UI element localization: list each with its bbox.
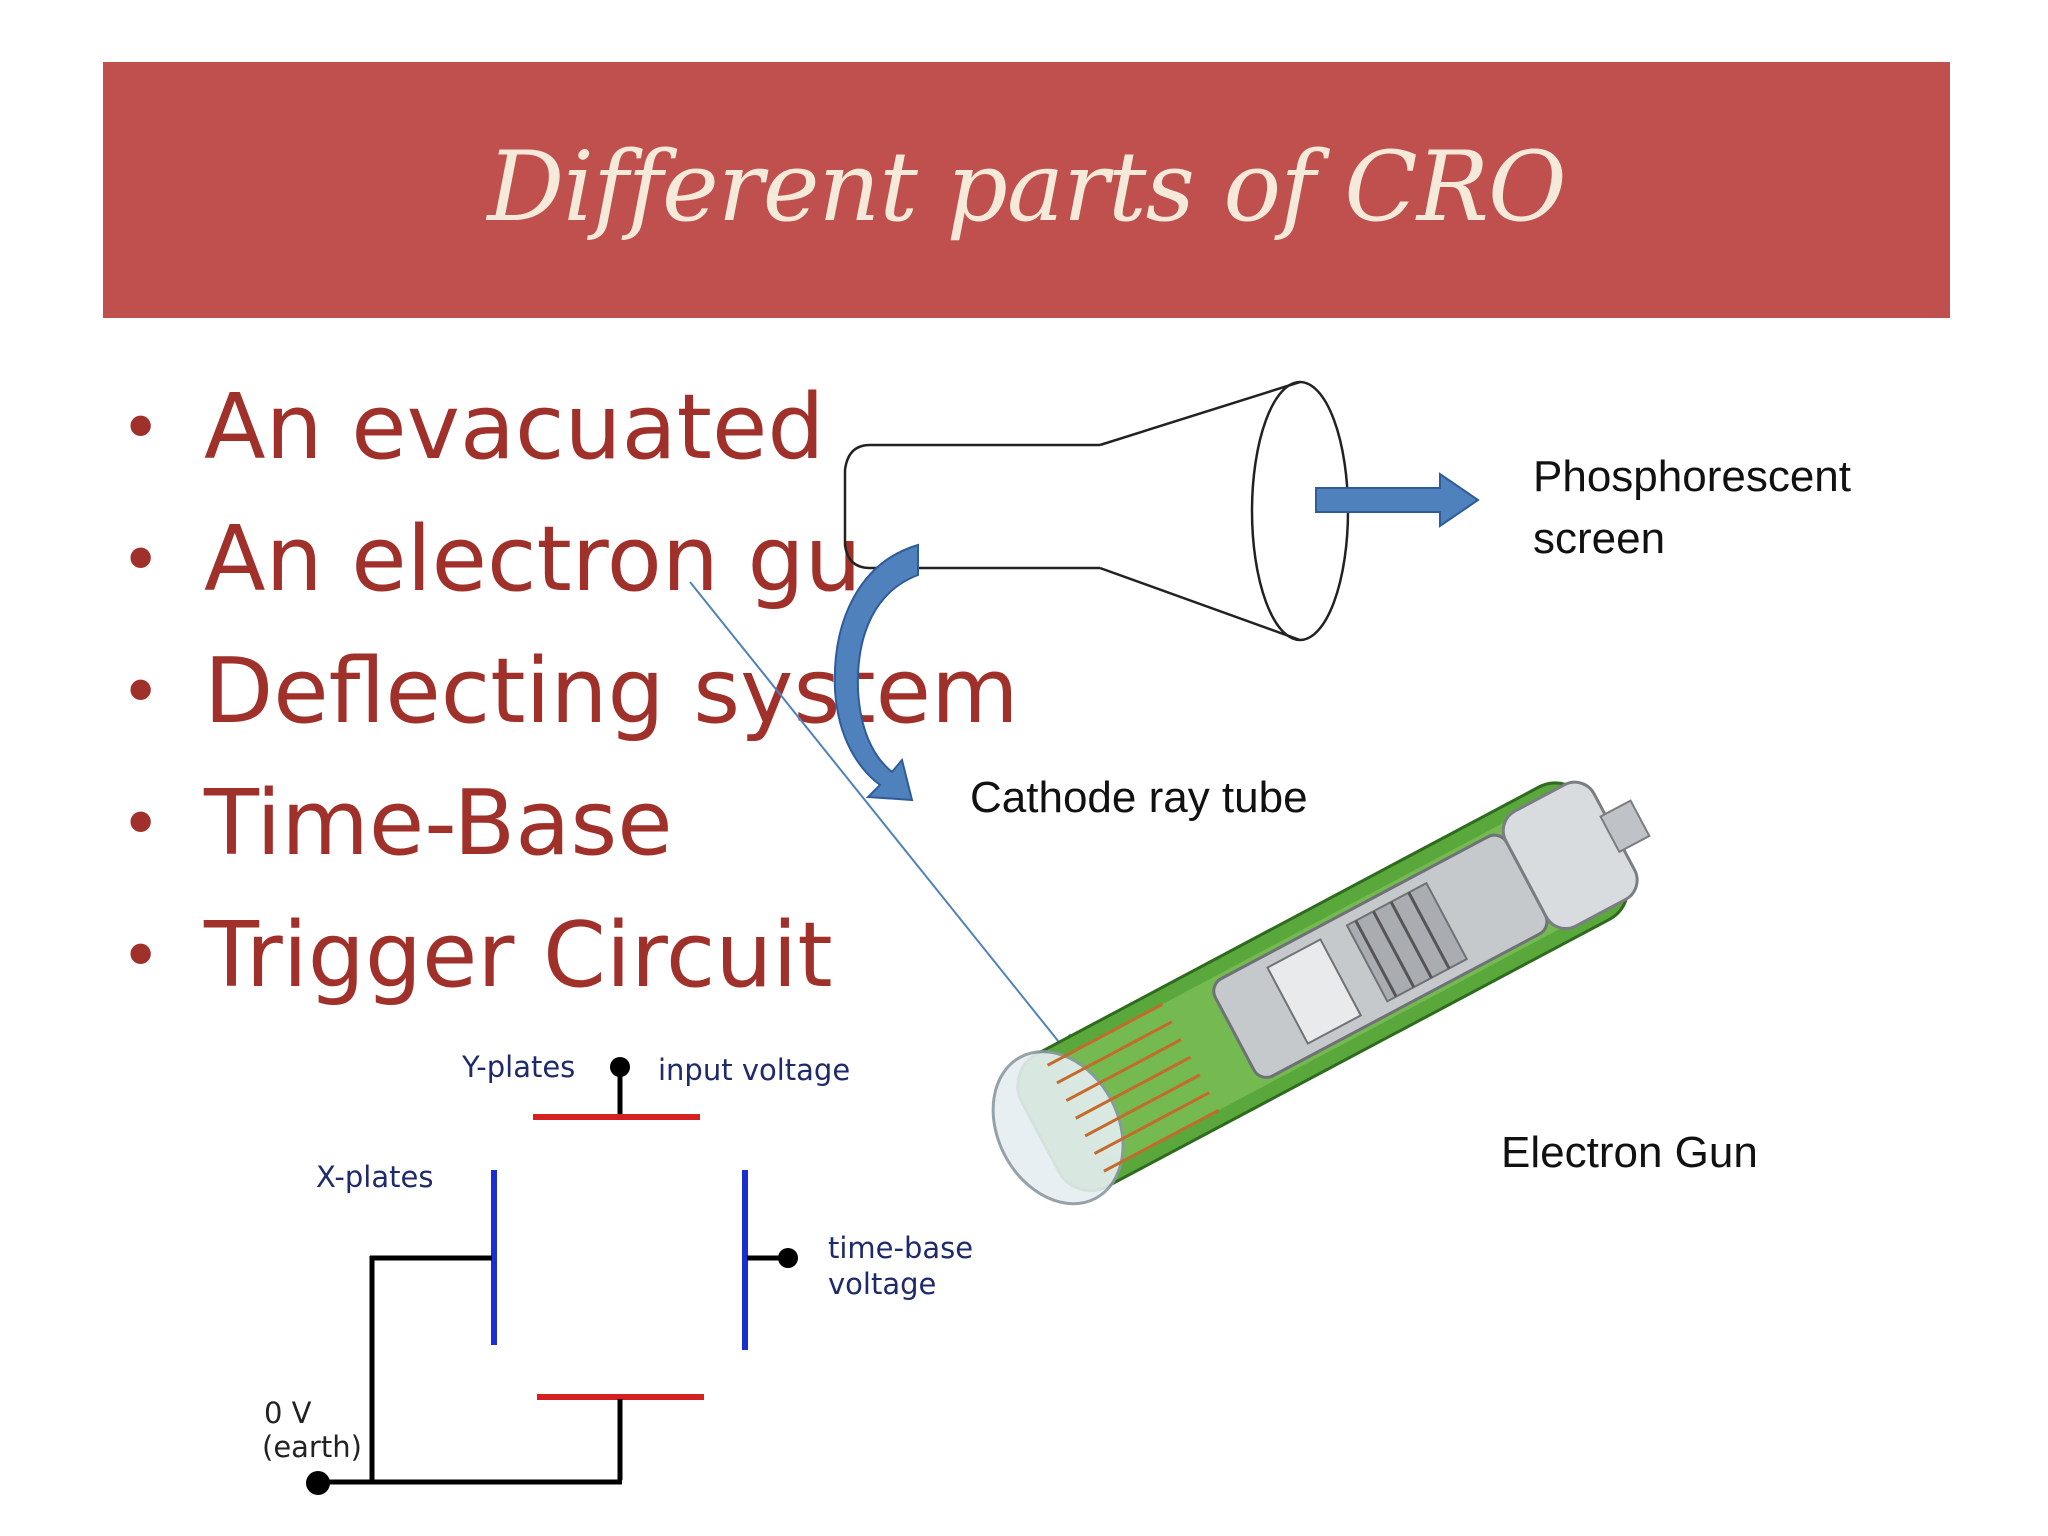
electron-gun-label: Electron Gun <box>1501 1128 1758 1177</box>
slide-title: Different parts of CRO <box>487 131 1566 243</box>
deflection-circuit <box>306 1057 798 1495</box>
earth-label: 0 V <box>264 1396 312 1430</box>
pointer-line <box>689 581 1075 1062</box>
phosphorescent-label-line2: screen <box>1533 513 1666 563</box>
time-base-label-line2: voltage <box>828 1267 936 1301</box>
y-plates-label: Y-plates <box>461 1050 575 1084</box>
electron-gun-image <box>991 780 1651 1206</box>
x-plates-label: X-plates <box>316 1160 433 1194</box>
input-voltage-label: input voltage <box>658 1053 850 1087</box>
bullet-item: Trigger Circuit <box>120 890 1019 1022</box>
screen-arrow-icon <box>1315 472 1480 528</box>
time-base-label: time-base <box>828 1231 973 1265</box>
curved-arrow-icon <box>833 543 919 802</box>
phosphorescent-screen-label: Phosphorescent screen <box>1533 446 1851 569</box>
earth-label-line2: (earth) <box>262 1430 362 1464</box>
cathode-ray-tube-outline <box>843 380 1350 642</box>
cathode-ray-tube-label: Cathode ray tube <box>970 773 1308 822</box>
bullet-item: Time-Base <box>120 758 1019 890</box>
bullet-item: An evacuated <box>120 362 1019 494</box>
bullet-item: Deflecting system <box>120 626 1019 758</box>
bullet-list: An evacuated An electron gu Deflecting s… <box>120 362 1019 1022</box>
phosphorescent-label-line1: Phosphorescent <box>1533 452 1851 501</box>
bullet-item: An electron gu <box>120 494 1019 626</box>
title-band: Different parts of CRO <box>103 62 1950 318</box>
